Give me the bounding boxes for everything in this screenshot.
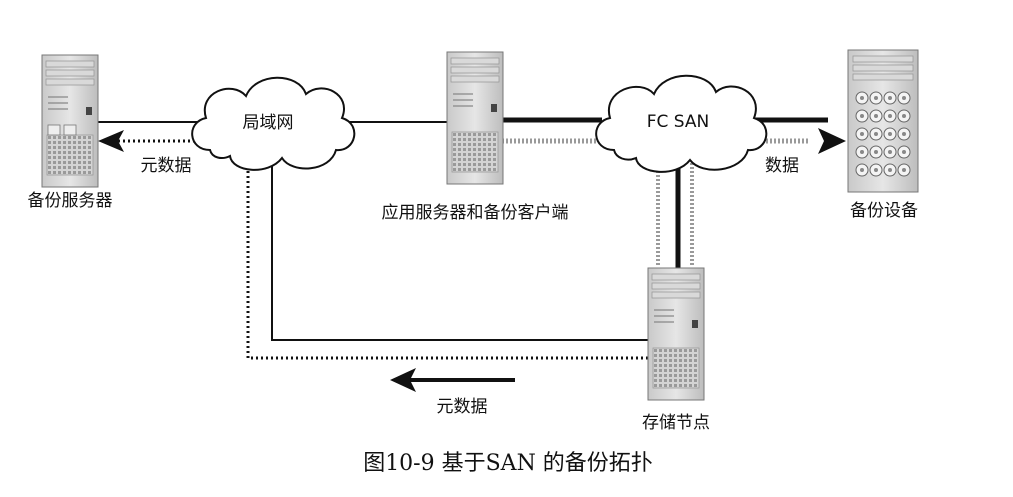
san-cloud-label: FC SAN — [647, 112, 710, 132]
tape-cartridge-hub — [874, 150, 878, 154]
tape-cartridge-hub — [860, 150, 864, 154]
metadata-label-top: 元数据 — [141, 156, 192, 176]
tape-cartridge-hub — [860, 168, 864, 172]
data-label-right: 数据 — [765, 156, 799, 176]
metadata-arrowhead-top — [98, 130, 124, 152]
tape-cartridge-hub — [860, 114, 864, 118]
app-server-label: 应用服务器和备份客户端 — [382, 203, 569, 223]
tape-cartridge-hub — [888, 96, 892, 100]
backup-device-label: 备份设备 — [850, 201, 918, 221]
app-server-icon — [446, 51, 504, 185]
tape-cartridge-hub — [874, 168, 878, 172]
tape-cartridge-hub — [874, 132, 878, 136]
storage-node-icon — [647, 267, 705, 401]
tape-cartridge-hub — [888, 150, 892, 154]
tape-cartridge-hub — [902, 168, 906, 172]
lan-cloud: 局域网 — [191, 76, 356, 171]
storage-node-label: 存储节点 — [642, 413, 710, 433]
tape-cartridge-hub — [860, 132, 864, 136]
metadata-label-bottom: 元数据 — [437, 397, 488, 417]
tape-cartridge-hub — [902, 96, 906, 100]
backup-server-label: 备份服务器 — [28, 191, 113, 211]
lan-cloud-label: 局域网 — [243, 113, 294, 133]
tape-cartridge-hub — [874, 114, 878, 118]
data-arrowhead-right — [818, 128, 846, 154]
tape-cartridge-hub — [874, 96, 878, 100]
metadata-arrowhead-bottom — [390, 368, 416, 392]
backup-device-icon — [847, 49, 919, 193]
tape-cartridge-hub — [902, 150, 906, 154]
backup-server-icon — [41, 54, 99, 188]
tape-cartridge-hub — [902, 132, 906, 136]
figure-caption: 图10-9 基于SAN 的备份拓扑 — [363, 451, 653, 476]
tape-cartridges — [855, 91, 911, 177]
lan-link-storage-node — [271, 165, 648, 341]
tape-cartridge-hub — [888, 132, 892, 136]
tape-cartridge-hub — [888, 168, 892, 172]
tape-cartridge-hub — [902, 114, 906, 118]
metadata-flow-path — [118, 139, 648, 360]
tape-cartridge-hub — [888, 114, 892, 118]
san-cloud: FC SAN — [595, 74, 768, 173]
tape-cartridge-hub — [860, 96, 864, 100]
